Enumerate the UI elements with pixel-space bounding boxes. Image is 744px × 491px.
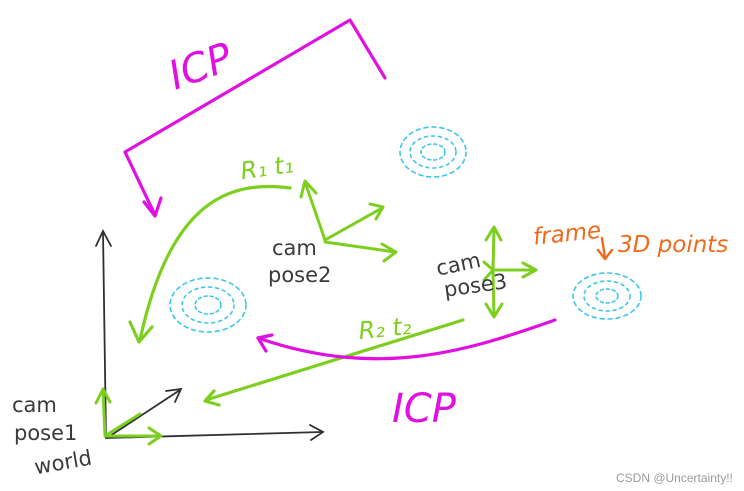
cam-pose2-line1: cam (272, 236, 317, 260)
cam-pose1-line1: cam (12, 393, 57, 417)
world-z-arrow (165, 387, 183, 403)
world-z-axis (109, 389, 181, 437)
cam-pose1-line2: pose1 (14, 421, 77, 445)
cam-pose1-frame (94, 387, 163, 446)
frame-label: frame (532, 218, 603, 251)
icp-bottom-label: ICP (392, 386, 457, 432)
cam-pose1-line3: world (32, 446, 93, 480)
world-y-arrow (95, 228, 112, 247)
world-x-arrow (309, 424, 325, 441)
icp-bottom-arc (256, 318, 557, 361)
r2t2-label: R₂ t₂ (357, 312, 413, 345)
r1t1-label: R₁ t₁ (239, 150, 295, 185)
cam-pose2-frame (299, 179, 398, 263)
point-cloud-left (169, 277, 247, 333)
r1t1-transform-arrow (128, 184, 292, 344)
cam-pose3-frame (482, 225, 538, 319)
icp-top-bracket (123, 18, 387, 218)
point-cloud-right (572, 272, 642, 320)
frame-to-points-arrow (596, 236, 614, 261)
point-cloud-top (399, 126, 467, 178)
points-label: 3D points (618, 232, 728, 258)
cam-pose2-line2: pose2 (268, 263, 331, 287)
r2t2-transform-arrow (203, 318, 465, 407)
world-y-axis (102, 231, 107, 439)
icp-top-label: ICP (163, 34, 240, 99)
watermark: CSDN @Uncertainty!! (616, 471, 733, 485)
